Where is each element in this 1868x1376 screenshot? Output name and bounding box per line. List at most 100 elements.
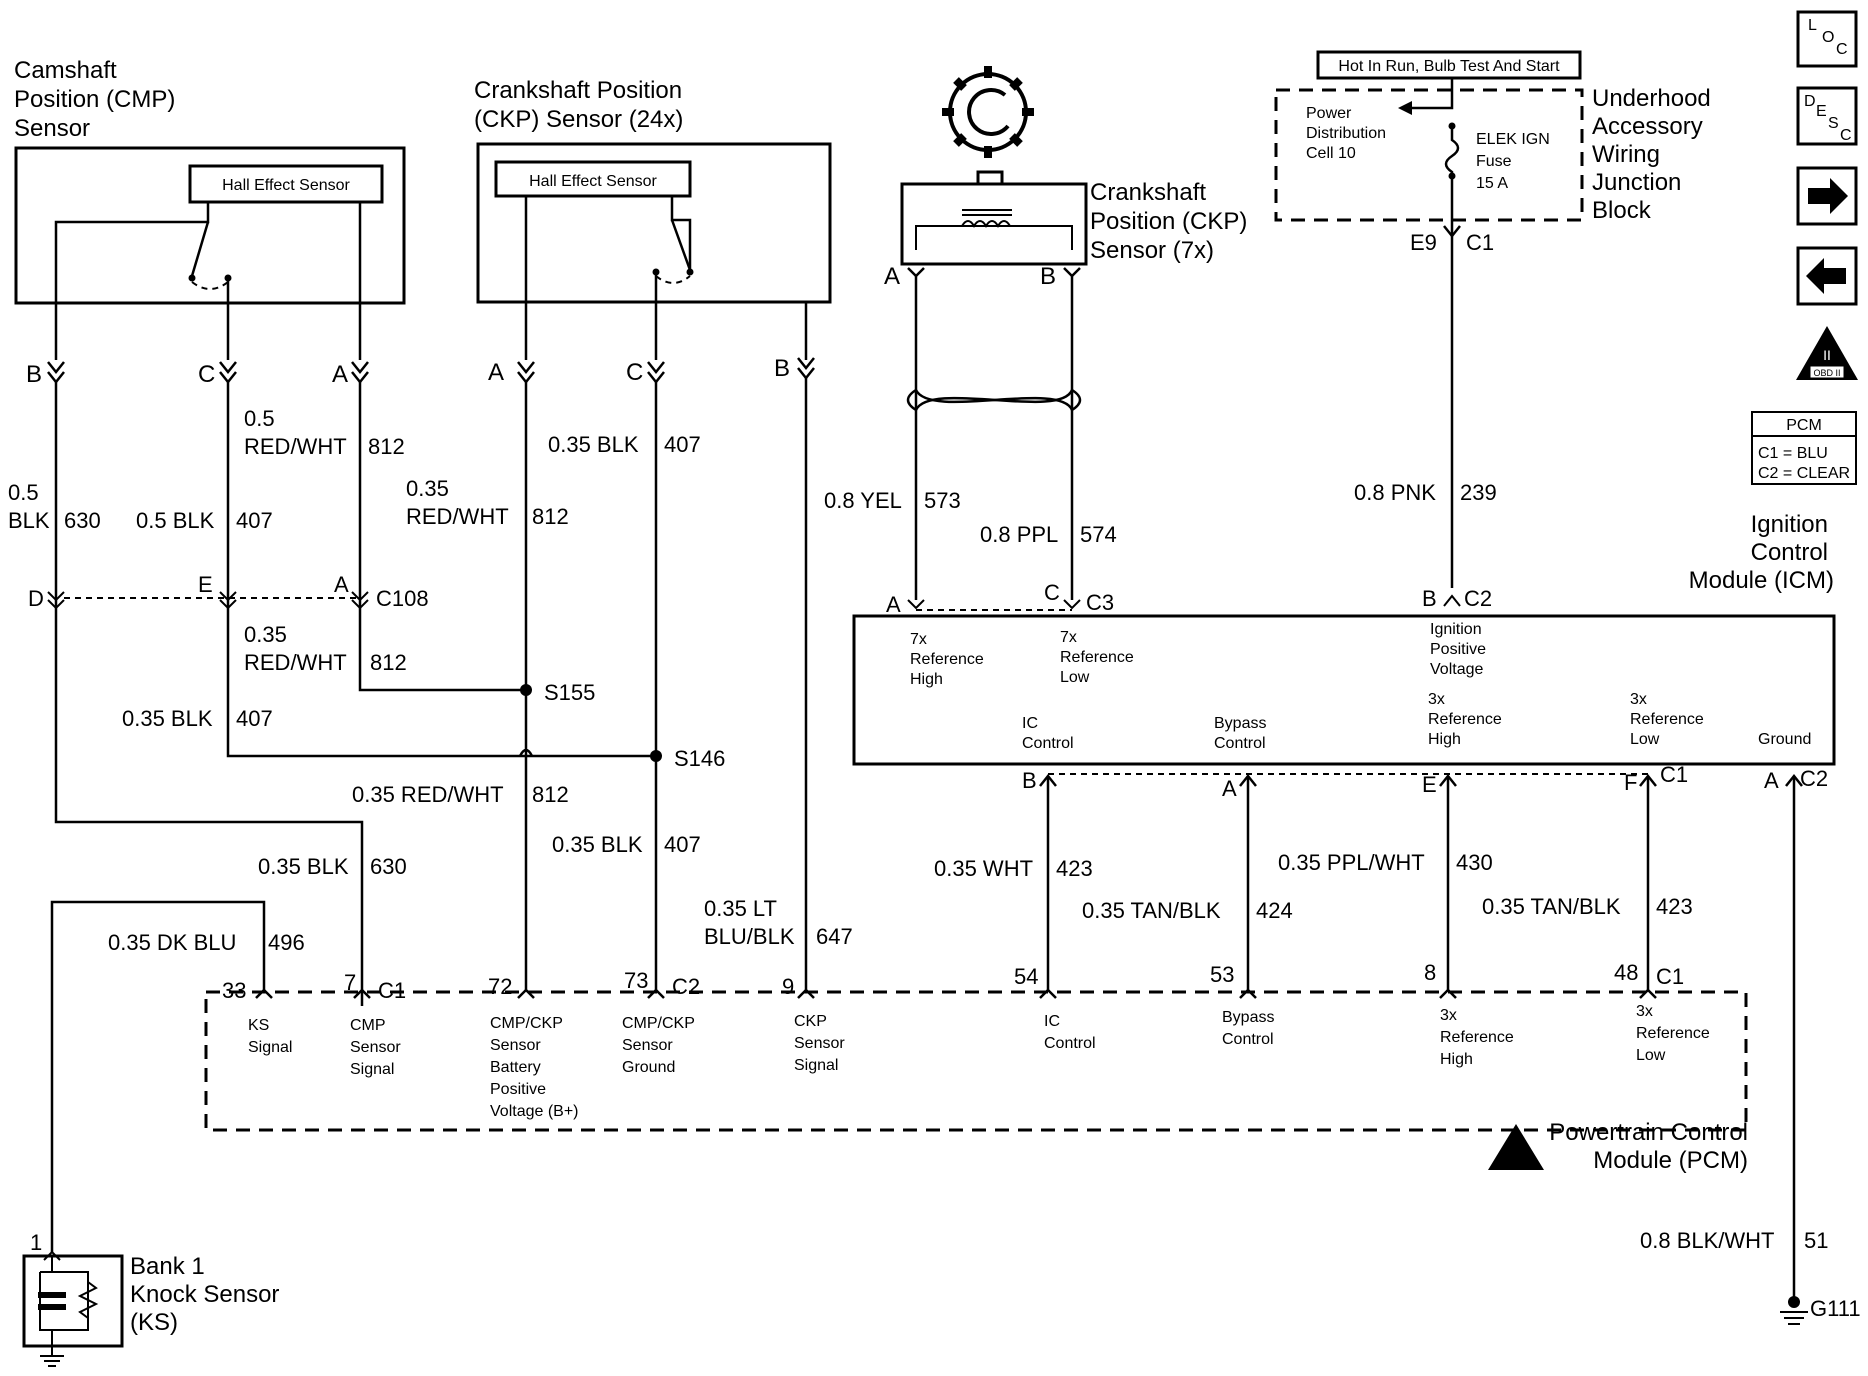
- icm-pin-b-top: B: [1422, 586, 1437, 611]
- icm-pin-c3: C3: [1086, 590, 1114, 615]
- w812a-3: 812: [368, 434, 405, 459]
- pcm-dashed-box: [204, 990, 1748, 1132]
- esd-warning-icon: [1488, 1124, 1544, 1170]
- twisted-pair-end-r: [1071, 388, 1082, 412]
- pcm-ckp-2: Sensor: [794, 1035, 845, 1052]
- icm-pin-c-top: C: [1044, 580, 1060, 605]
- cmp-hall-label: Hall Effect Sensor: [222, 177, 350, 194]
- pcm-pin-c1b: C1: [1656, 964, 1684, 989]
- wire-630: [54, 382, 364, 1006]
- ckp24-hall-box: [494, 160, 692, 198]
- w630a-1: 0.5: [8, 480, 39, 505]
- w423b-1: 0.35 TAN/BLK: [1482, 894, 1621, 919]
- ckp24-arc: [655, 275, 691, 284]
- arrow-right-icon: [1808, 178, 1848, 214]
- pin-cmp-b: B: [26, 361, 42, 388]
- ground-splice: [1788, 1296, 1800, 1308]
- desc-icon[interactable]: [1796, 86, 1858, 146]
- w407d-2: 407: [664, 832, 701, 857]
- icm: 0.8 YEL 573 0.8 PPL 574 0.8 PNK 239 A C …: [824, 276, 1836, 1298]
- twisted-pair-end-l: [906, 388, 917, 412]
- pcm-pin-48: 48: [1614, 960, 1638, 985]
- w239-2: 239: [1460, 480, 1497, 505]
- ckp7-coil-lead: [915, 225, 1073, 250]
- w423a-2: 423: [1056, 856, 1093, 881]
- ckp24-hall-label: Hall Effect Sensor: [529, 173, 657, 190]
- pin-cmp-a: A: [332, 361, 348, 388]
- pcm-pin-54: 54: [1014, 964, 1038, 989]
- icm-ref7l-1: 7x: [1060, 629, 1077, 646]
- w812d-2: 812: [532, 782, 569, 807]
- pcm-legend: PCM C1 = BLU C2 = CLEAR: [1751, 411, 1857, 485]
- cmp-wire-b-internal: [54, 202, 210, 360]
- w574-1: 0.8 PPL: [980, 522, 1058, 547]
- cmp-sensor-box: [14, 146, 406, 305]
- splice-s155: [520, 684, 532, 696]
- icm-pin-b-bot: B: [1022, 768, 1037, 793]
- icm-ref7h-1: 7x: [910, 631, 927, 648]
- pd-line-2: Distribution: [1306, 125, 1386, 142]
- icm-bypass-1: Bypass: [1214, 715, 1266, 732]
- desc-e: E: [1816, 103, 1827, 120]
- w430-1: 0.35 PPL/WHT: [1278, 850, 1425, 875]
- pcm-gnd-2: Sensor: [622, 1037, 673, 1054]
- loc-icon[interactable]: [1796, 10, 1858, 68]
- w424-1: 0.35 TAN/BLK: [1082, 898, 1221, 923]
- pin-ckp7-a: A: [884, 263, 900, 290]
- prev-page-icon[interactable]: [1796, 246, 1858, 306]
- obd-num: II: [1823, 347, 1831, 363]
- w630a-2: BLK: [8, 508, 50, 533]
- ckp24-sensor: Crankshaft Position (CKP) Sensor (24x) H…: [474, 77, 832, 360]
- top-pins: B C A A C B A B: [26, 263, 1056, 388]
- pcm-ref3h-1: 3x: [1440, 1007, 1457, 1024]
- w407a-2: 407: [236, 508, 273, 533]
- w496-2: 496: [268, 930, 305, 955]
- uh-title-3: Wiring: [1592, 141, 1660, 168]
- icm-ipv-3: Voltage: [1430, 661, 1483, 678]
- knock-title-2: Knock Sensor: [130, 1281, 279, 1308]
- icm-c3-chev-a: [907, 599, 925, 610]
- arrow-left-icon: [1806, 258, 1846, 294]
- pcm-bypass-2: Control: [1222, 1031, 1274, 1048]
- c108-a-chev: [351, 591, 369, 602]
- ckp7-title-3: Sensor (7x): [1090, 237, 1214, 264]
- pcm-pin-72: 72: [488, 974, 512, 999]
- icm-ref7l-2: Reference: [1060, 649, 1134, 666]
- hot-in-run-label: Hot In Run, Bulb Test And Start: [1338, 58, 1560, 75]
- icm-c3-chev-c: [1063, 599, 1081, 610]
- pcm-bpv-1: CMP/CKP: [490, 1015, 563, 1032]
- pcm-ks-1: KS: [248, 1017, 269, 1034]
- knock-title-3: (KS): [130, 1309, 178, 1336]
- w812d-1: 0.35 RED/WHT: [352, 782, 504, 807]
- cmp-sensor: Camshaft Position (CMP) Sensor Hall Effe…: [14, 57, 406, 360]
- w51-1: 0.8 BLK/WHT: [1640, 1228, 1774, 1253]
- icm-pin-c2-top: C2: [1464, 586, 1492, 611]
- pin-c1-uh: C1: [1466, 230, 1494, 255]
- w647-3: 647: [816, 924, 853, 949]
- splice-s146: [650, 750, 662, 762]
- pcm-legend-title: PCM: [1786, 417, 1822, 434]
- icm-title-3: Module (ICM): [1689, 567, 1834, 594]
- w424-2: 424: [1256, 898, 1293, 923]
- c108-d-chev: [47, 591, 65, 602]
- pcm-bpv-3: Battery: [490, 1059, 541, 1076]
- pcm-pin-53: 53: [1210, 962, 1234, 987]
- pcm-cmp-2: Sensor: [350, 1039, 401, 1056]
- icm-c2-chev: [1443, 594, 1461, 607]
- loc-c: C: [1836, 41, 1848, 58]
- knock-pin-1: 1: [30, 1230, 42, 1255]
- fuse-line-1: ELEK IGN: [1476, 131, 1550, 148]
- s155-label: S155: [544, 680, 595, 705]
- pcm-cmp-3: Signal: [350, 1061, 394, 1078]
- pcm-legend-box: [1751, 411, 1857, 485]
- next-page-icon[interactable]: [1796, 166, 1858, 226]
- w496-1: 0.35 DK BLU: [108, 930, 236, 955]
- pcm-bpv-5: Voltage (B+): [490, 1103, 579, 1120]
- fuse-line-3: 15 A: [1476, 175, 1508, 192]
- c108-e-chev: [219, 591, 237, 602]
- icm-ground-label: Ground: [1758, 731, 1811, 748]
- icm-ref7l-3: Low: [1060, 669, 1090, 686]
- pcm-ref3h-2: Reference: [1440, 1029, 1514, 1046]
- icm-ipv-2: Positive: [1430, 641, 1486, 658]
- wire-labels-left: 0.5 BLK 630 0.5 BLK 407 0.5 RED/WHT 812 …: [8, 406, 853, 955]
